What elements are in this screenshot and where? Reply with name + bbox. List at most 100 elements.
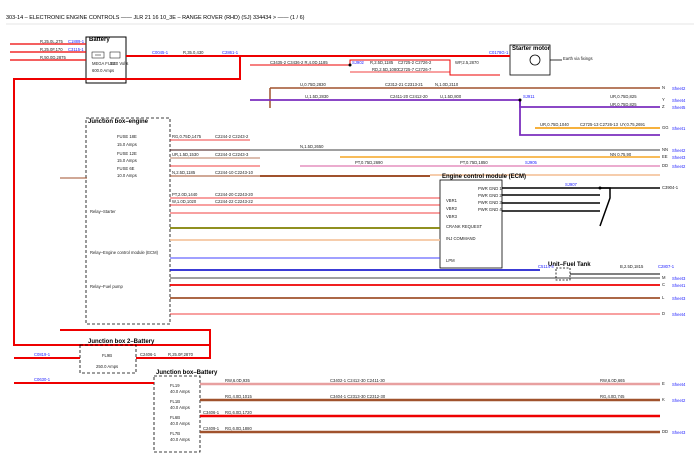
jb-engine-title: Junction box–engine [88,119,149,125]
jbb-fuse-2: FL1B [170,399,180,404]
battery-box[interactable]: Battery MEGA FUSE 600.0 Amps 12.0 Volts [85,36,128,84]
battery-conn-1[interactable]: C1889-1 [68,39,85,44]
end-ref-6: EE [662,154,668,159]
sheet-refs: N Sheet2 Y Sheet4 Z Sheet5 GG Sheet1 NN … [662,85,686,435]
fuse-3-conn: C2244-10 C2243-10 [215,170,254,175]
conn-c2861[interactable]: C2861-1 [222,50,239,55]
wire-brown-top-b: N,1.0D,2110 [435,82,459,87]
splice-sj902[interactable]: SJ902 [352,60,365,65]
ecm-title: Engine control module (ECM) [442,174,526,180]
fuse-3-amps: 10.0 Amps [117,173,137,178]
wire-top-1: C3435-2 C3436-2 R,4.0D,1185 [270,60,328,65]
fuse-2-amps: 15.0 Amps [117,158,137,163]
sheet-ref-14[interactable]: Sheet2 [672,398,686,403]
ecm-box[interactable]: Engine control module (ECM) PWR GND 1 PW… [439,174,526,269]
jbb-wire-1: RW,6.0D,935 [225,378,250,383]
jbb-amps-3: 40.0 Amps [170,421,190,426]
sheet-ref-11[interactable]: Sheet3 [672,296,686,301]
jbb-wire-2: RG,4.0D,1015 [225,394,252,399]
sheet-ref-12[interactable]: Sheet4 [672,312,686,317]
end-ref-4: GG [662,125,669,130]
jb2-amps: 250.0 Amps [96,364,118,369]
wire-r35: R,35.0,430 [183,50,204,55]
fuse-5-wire: W,1.0D,1020 [172,199,197,204]
jbb-fuse-4: FL7B [170,431,180,436]
end-ref-1: N [662,85,665,90]
conn-c0630[interactable]: C0630-1 [34,377,51,382]
wire-orange-1: UR,0.75D,1040 [540,122,570,127]
ecm-pin-7: VBR3 [446,214,458,219]
wire-brown-top-c: C2312-21 C2313-21 [385,82,424,87]
jbb-amps-4: 40.0 Amps [170,437,190,442]
jbb-wire-3: RG,6.0D,1720 [225,410,252,415]
battery-title: Battery [89,37,110,43]
wire-violet-2: UR,0.75D,825 [610,102,637,107]
battery-wire-2: R,25.0F,170 [40,47,63,52]
wire-n1: N,1.5D,2650 [300,144,324,149]
splice-sj907[interactable]: SJ907 [565,182,578,187]
fuse-2-wire: UR,1.5D,1530 [172,152,199,157]
relay-ecm-label: Relay–Engine control module (ECM) [90,250,159,255]
sheet-ref-13[interactable]: Sheet4 [672,382,686,387]
jbb-conn-1: C3402-1 C2412-30 C2411-30 [330,378,386,383]
jbb-fuse-3: FL6B [170,415,180,420]
ecm-pin-6: VBR2 [446,206,458,211]
conn-c2406: C2406-1 [140,352,157,357]
conn-c0045[interactable]: C0045-1 [152,50,169,55]
jbb-conn-2: C3404-1 C2313-30 C2312-30 [330,394,386,399]
fuse-1-wire: RG,0.75D,1475 [172,134,202,139]
sheet-ref-6[interactable]: Sheet3 [672,155,686,160]
relay-fuel-label: Relay–Fuel pump [90,284,123,289]
fuse-5-conn: C2244-22 C2243-22 [215,199,254,204]
jbb-conn-4: C2409-1 [203,426,220,431]
ecm-pin-5: VBR1 [446,198,458,203]
fuse-1-amps: 15.0 Amps [117,142,137,147]
jbb-wire-4: RG,6.0D,1880 [225,426,252,431]
jb2-fuse: FL9B [102,353,112,358]
splice-sj905[interactable]: SJ905 [525,160,538,165]
sheet-ref-4[interactable]: Sheet1 [672,126,686,131]
conn-c0178g[interactable]: C0178G-1 [489,50,509,55]
end-ref-3: Z [662,104,665,109]
sheet-ref-7[interactable]: Sheet2 [672,164,686,169]
wire-nn: NN 0.75,90 [610,152,632,157]
splice-sj911[interactable]: SJ911 [523,94,535,99]
wire-top-1c: C2725-2 C2726-2 [398,60,432,65]
end-ref-13: E [662,381,665,386]
end-ref-2: Y [662,97,665,102]
sheet-ref-10[interactable]: Sheet1 [672,283,686,288]
sheet-ref-5[interactable]: Sheet2 [672,148,686,153]
junction-box-battery[interactable]: Junction box–Battery [153,370,218,453]
fuse-4-conn: C2244-20 C2243-20 [215,192,254,197]
end-ref-12: D [662,311,665,316]
wire-pt2: PT,0.75D,1850 [460,160,488,165]
end-ref-15: DD [662,429,668,434]
fuse-3-wire: N,2.5D,1185 [172,170,196,175]
fuse-2-name: FUSE 12E [117,151,137,156]
sheet-ref-2[interactable]: Sheet4 [672,98,686,103]
jbb-fuse-1: FL19 [170,383,180,388]
conn-c0819[interactable]: C0819-1 [34,352,51,357]
junction-box-engine[interactable]: Junction box–engine [85,117,171,325]
ecm-pin-3: PWR GND 3 [478,200,502,205]
conn-c5114[interactable]: C5114-4 [538,264,554,269]
wire-orange-1b: UY,0.75,2691 [620,122,646,127]
sheet-ref-9[interactable]: Sheet3 [672,276,686,281]
wire-orange-1c: C2725-13 C2726-13 [580,122,619,127]
fuel-tank-title: Unit–Fuel Tank [548,262,591,268]
jbb-amps-1: 40.0 Amps [170,389,190,394]
battery-wire-1: R,25.0L,275 [40,39,63,44]
wire-violet-1d: UR,0.75D,825 [610,94,637,99]
sheet-ref-1[interactable]: Sheet2 [672,86,686,91]
wire-top-2: RD,2.5D,1080 [372,67,399,72]
end-ref-9: M [662,275,666,280]
starter-earth-label: Earth via fixings [563,56,593,61]
fuel-tank-box[interactable]: Unit–Fuel Tank [548,262,591,281]
sheet-ref-15[interactable]: Sheet3 [672,430,686,435]
conn-c2807[interactable]: C2807-1 [658,264,675,269]
ecm-pin-10: LPM [446,258,455,263]
battery-conn-2[interactable]: C3115-1 [68,47,84,52]
wire-violet-1b: U,1.5D,800 [440,94,462,99]
sheet-ref-3[interactable]: Sheet5 [672,105,686,110]
wire-top-1d: WP,2.5,2870 [455,60,479,65]
